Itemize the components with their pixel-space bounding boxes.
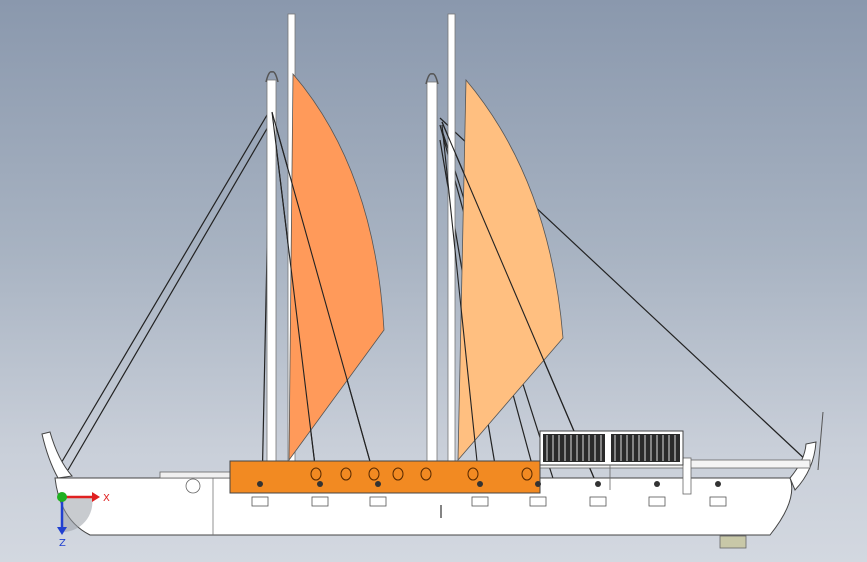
cleat bbox=[311, 481, 329, 507]
cleat bbox=[709, 481, 727, 507]
cleat bbox=[648, 481, 666, 507]
x-axis-label: X bbox=[103, 493, 110, 504]
rear-sail[interactable] bbox=[457, 78, 564, 462]
solar-panels[interactable] bbox=[539, 430, 684, 490]
cleat bbox=[369, 481, 387, 507]
cleat bbox=[251, 481, 269, 507]
cleat bbox=[529, 481, 547, 507]
front-sail[interactable] bbox=[288, 72, 385, 462]
rigging-over-sails bbox=[271, 111, 601, 493]
coordinate-triad[interactable]: X Z bbox=[57, 492, 110, 549]
cleat bbox=[589, 481, 607, 507]
cabin-portholes bbox=[310, 467, 533, 481]
z-axis-label: Z bbox=[59, 538, 66, 549]
cleat bbox=[471, 481, 489, 507]
rear-mast[interactable] bbox=[425, 13, 456, 491]
cabin[interactable] bbox=[229, 460, 541, 494]
deck-fittings bbox=[251, 481, 727, 507]
